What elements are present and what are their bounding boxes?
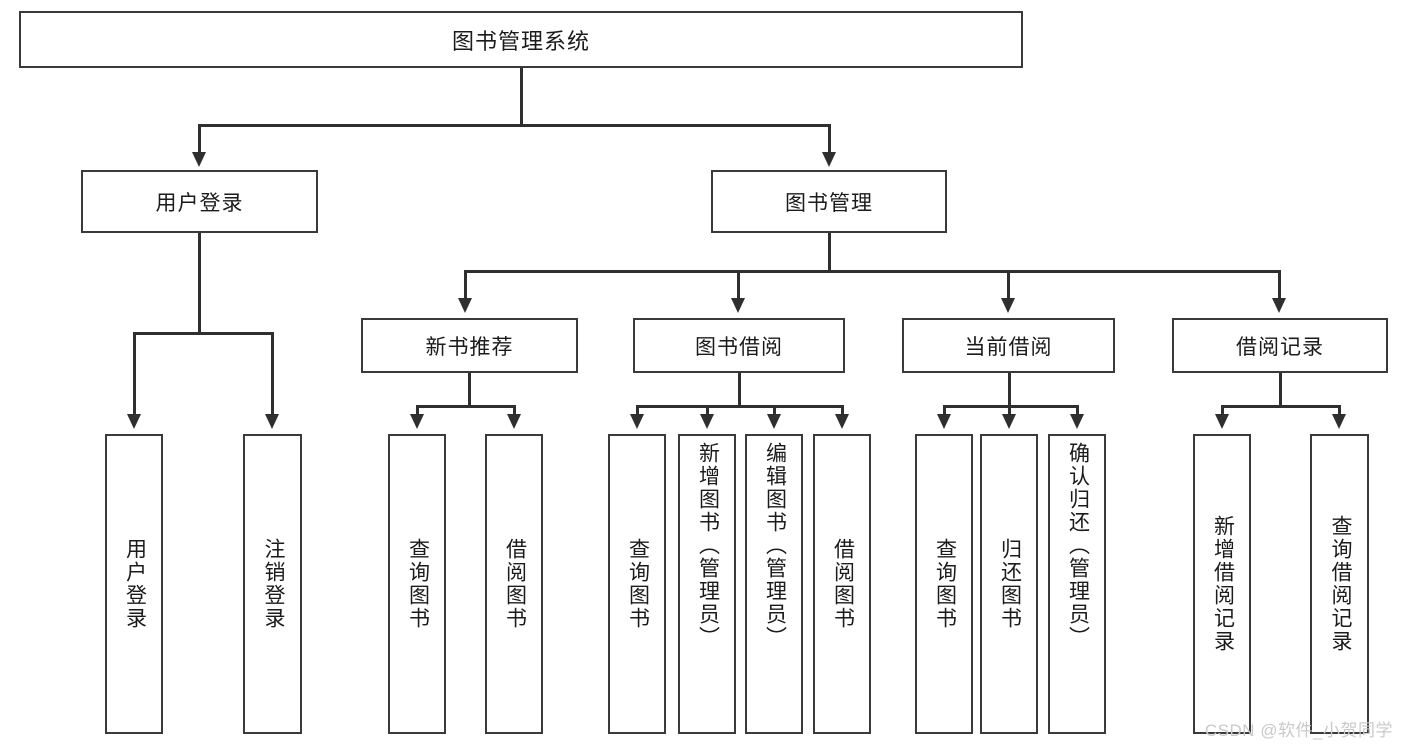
connector-book-manage-stem (828, 233, 831, 273)
arrowhead-leaf-logout-login (265, 414, 279, 429)
connector-drop-leaf-add-book-admin (706, 405, 709, 417)
connector-book-borrow-bus (637, 405, 844, 408)
node-label: 图书管理 (785, 191, 873, 215)
connector-level3-bus (465, 270, 1280, 273)
arrowhead-leaf-query-book-2 (630, 414, 644, 429)
leaf-label: 新增图书（管理员） (696, 442, 720, 649)
arrowhead-leaf-borrow-book-2 (835, 414, 849, 429)
connector-drop-leaf-edit-book-admin (773, 405, 776, 417)
connector-drop-leaf-user-login (133, 332, 136, 416)
leaf-label: 查询图书 (406, 538, 430, 630)
node-label: 新书推荐 (425, 335, 514, 359)
leaf-label: 编辑图书（管理员） (763, 442, 787, 649)
arrowhead-leaf-return-book (1002, 414, 1016, 429)
connector-book-borrow-stem (738, 373, 741, 407)
node-current-borrow[interactable]: 当前借阅 (902, 318, 1115, 373)
connector-user-login-stem (198, 233, 201, 334)
leaf-label: 查询借阅记录 (1328, 515, 1352, 653)
arrowhead-leaf-query-book-1 (410, 414, 424, 429)
node-label: 图书借阅 (695, 335, 783, 359)
connector-current-borrow-bus (944, 405, 1078, 408)
leaf-return-book[interactable]: 归还图书 (980, 434, 1038, 734)
leaf-query-borrow-record[interactable]: 查询借阅记录 (1310, 434, 1369, 734)
arrowhead-leaf-query-borrow-record (1332, 414, 1346, 429)
leaf-label: 新增借阅记录 (1211, 515, 1235, 653)
leaf-label: 查询图书 (933, 538, 957, 630)
arrowhead-leaf-user-login (127, 414, 141, 429)
arrowhead-leaf-confirm-return-admin (1070, 414, 1084, 429)
arrowhead-book-manage (822, 152, 836, 167)
arrowhead-current-borrow (1001, 298, 1015, 313)
connector-level2-bus (199, 124, 831, 127)
leaf-label: 查询图书 (626, 538, 650, 630)
arrowhead-borrow-record (1272, 298, 1286, 313)
connector-drop-leaf-borrow-book-1 (513, 405, 516, 417)
node-root-book-management-system[interactable]: 图书管理系统 (19, 11, 1023, 68)
arrowhead-leaf-add-book-admin (700, 414, 714, 429)
connector-drop-new-book-recommend (464, 270, 467, 300)
leaf-borrow-book-2[interactable]: 借阅图书 (813, 434, 871, 734)
connector-root-stem (520, 68, 523, 126)
connector-drop-book-manage (828, 124, 831, 154)
connector-drop-borrow-record (1278, 270, 1281, 300)
leaf-add-book-admin[interactable]: 新增图书（管理员） (678, 434, 736, 734)
node-label: 当前借阅 (964, 335, 1053, 359)
connector-drop-current-borrow (1007, 270, 1010, 300)
arrowhead-leaf-query-book-3 (937, 414, 951, 429)
arrowhead-user-login (192, 152, 206, 167)
connector-drop-leaf-add-borrow-record (1221, 405, 1224, 417)
leaf-query-book-3[interactable]: 查询图书 (915, 434, 973, 734)
node-label: 用户登录 (155, 191, 244, 215)
connector-user-login-bus (134, 332, 272, 335)
leaf-add-borrow-record[interactable]: 新增借阅记录 (1193, 434, 1251, 734)
leaf-label: 借阅图书 (831, 538, 855, 630)
leaf-label: 借阅图书 (503, 538, 527, 630)
connector-current-borrow-stem (1008, 373, 1011, 407)
leaf-borrow-book-1[interactable]: 借阅图书 (485, 434, 543, 734)
node-user-login[interactable]: 用户登录 (81, 170, 318, 233)
connector-drop-leaf-query-book-3 (943, 405, 946, 417)
node-label: 借阅记录 (1236, 335, 1324, 359)
leaf-label: 注销登录 (261, 538, 285, 630)
connector-drop-leaf-logout-login (271, 332, 274, 416)
connector-drop-leaf-confirm-return-admin (1076, 405, 1079, 417)
leaf-user-login[interactable]: 用户登录 (105, 434, 163, 734)
connector-new-book-recommend-bus (417, 405, 515, 408)
arrowhead-book-borrow (731, 298, 745, 313)
connector-drop-leaf-borrow-book-2 (841, 405, 844, 417)
node-borrow-record[interactable]: 借阅记录 (1172, 318, 1388, 373)
leaf-query-book-2[interactable]: 查询图书 (608, 434, 666, 734)
connector-borrow-record-stem (1279, 373, 1282, 407)
connector-drop-leaf-query-book-2 (636, 405, 639, 417)
leaf-query-book-1[interactable]: 查询图书 (388, 434, 446, 734)
arrowhead-new-book-recommend (458, 298, 472, 313)
node-label: 图书管理系统 (451, 28, 590, 54)
leaf-label: 归还图书 (998, 538, 1022, 630)
arrowhead-leaf-add-borrow-record (1215, 414, 1229, 429)
leaf-label: 用户登录 (123, 538, 147, 630)
leaf-logout-login[interactable]: 注销登录 (243, 434, 302, 734)
connector-drop-user-login (198, 124, 201, 154)
connector-drop-leaf-return-book (1008, 405, 1011, 417)
leaf-edit-book-admin[interactable]: 编辑图书（管理员） (745, 434, 803, 734)
arrowhead-leaf-edit-book-admin (767, 414, 781, 429)
connector-drop-leaf-query-borrow-record (1338, 405, 1341, 417)
connector-borrow-record-bus (1222, 405, 1340, 408)
arrowhead-leaf-borrow-book-1 (507, 414, 521, 429)
node-new-book-recommend[interactable]: 新书推荐 (361, 318, 578, 373)
connector-drop-leaf-query-book-1 (416, 405, 419, 417)
leaf-confirm-return-admin[interactable]: 确认归还（管理员） (1048, 434, 1106, 734)
node-book-manage[interactable]: 图书管理 (711, 170, 947, 233)
node-book-borrow[interactable]: 图书借阅 (633, 318, 845, 373)
connector-drop-book-borrow (737, 270, 740, 300)
connector-new-book-recommend-stem (468, 373, 471, 407)
leaf-label: 确认归还（管理员） (1066, 442, 1090, 649)
